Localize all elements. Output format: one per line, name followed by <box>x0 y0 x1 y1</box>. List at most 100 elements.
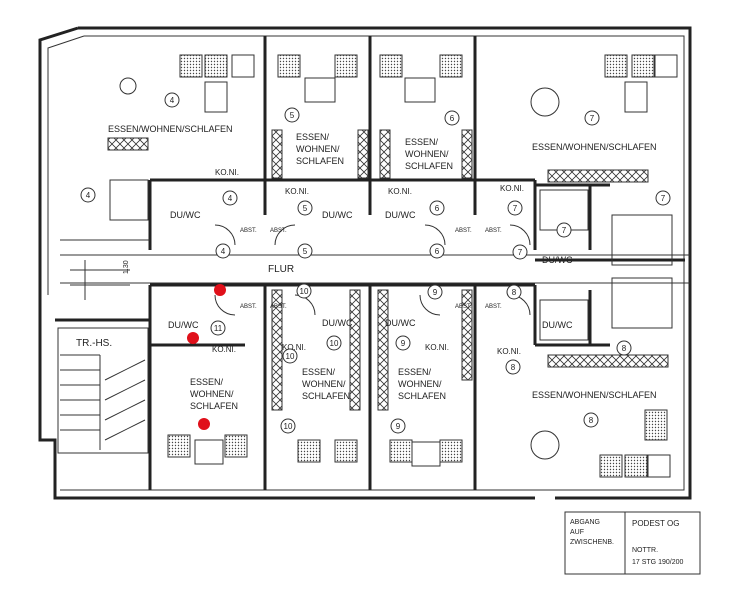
storage-label-6a: ABST. <box>455 228 472 234</box>
room-label-unit-11-line1: ESSEN/ <box>190 377 224 387</box>
unit-number-label: 4 <box>228 194 233 203</box>
unit-number-label: 7 <box>513 204 518 213</box>
unit-number-label: 10 <box>286 352 295 361</box>
outer-walls <box>38 26 692 500</box>
storage-label-5a: ABST. <box>270 228 287 234</box>
unit-number-circle <box>506 284 522 300</box>
room-label-unit-10-line3: SCHLAFEN <box>302 391 350 401</box>
room-label-unit-5-line3: SCHLAFEN <box>296 156 344 166</box>
unit-number-circle <box>429 243 445 259</box>
legend-abgang-1: ABGANG <box>570 519 600 526</box>
storage-label-9a: ABST. <box>455 304 472 310</box>
unit-number-circle <box>222 190 238 206</box>
kitchen-label-11: KO.NI. <box>212 345 236 354</box>
bath-label-8: DU/WC <box>542 320 573 330</box>
unit-number-circle <box>326 335 342 351</box>
kitchen-label-6: KO.NI. <box>388 187 412 196</box>
room-label-unit-5-line1: ESSEN/ <box>296 132 330 142</box>
legend-note-1: NOTTR. <box>632 547 658 554</box>
unit-number-label: 10 <box>330 339 339 348</box>
room-label-unit-6-line3: SCHLAFEN <box>405 161 453 171</box>
kitchen-label-10: KO.NI. <box>282 343 306 352</box>
unit-number-label: 5 <box>303 204 308 213</box>
unit-number-circle <box>655 190 671 206</box>
bath-label-10: DU/WC <box>322 318 353 328</box>
unit-number-label: 4 <box>86 191 91 200</box>
unit-number-circle <box>297 243 313 259</box>
unit-number-label: 6 <box>435 204 440 213</box>
storage-label-4a: ABST. <box>240 228 257 234</box>
unit-number-label: 9 <box>396 422 401 431</box>
kitchen-label-7: KO.NI. <box>500 184 524 193</box>
room-label-unit-11-line2: WOHNEN/ <box>190 389 234 399</box>
unit-number-label: 6 <box>435 247 440 256</box>
bath-label-4: DU/WC <box>170 210 201 220</box>
unit-number-label: 10 <box>300 287 309 296</box>
bath-label-6: DU/WC <box>385 210 416 220</box>
unit-number-circle <box>507 200 523 216</box>
unit-number-circle <box>556 222 572 238</box>
storage-label-10a: ABST. <box>270 304 287 310</box>
legend-abgang-2: AUF <box>570 529 584 536</box>
stair-dimension: 1.30 <box>123 260 130 274</box>
room-label-unit-5-line2: WOHNEN/ <box>296 144 340 154</box>
partitions <box>55 36 690 490</box>
unit-number-label: 7 <box>661 194 666 203</box>
room-label-unit-4: ESSEN/WOHNEN/SCHLAFEN <box>108 124 233 134</box>
unit-number-circle <box>80 187 96 203</box>
bath-label-5: DU/WC <box>322 210 353 220</box>
unit-number-circle <box>444 110 460 126</box>
unit-number-label: 11 <box>214 324 223 333</box>
legend-abgang-3: ZWISCHENB. <box>570 539 614 546</box>
unit-number-label: 7 <box>562 226 567 235</box>
staircase <box>57 260 149 454</box>
legend-podest: PODEST OG <box>632 519 679 528</box>
unit-number-circle <box>390 418 406 434</box>
unit-number-label: 10 <box>284 422 293 431</box>
unit-number-label: 8 <box>512 288 517 297</box>
unit-number-label: 8 <box>511 363 516 372</box>
bath-label-7: DU/WC <box>542 255 573 265</box>
unit-number-circle <box>280 418 296 434</box>
storage-label-8a: ABST. <box>485 304 502 310</box>
unit-number-circle <box>616 340 632 356</box>
kitchen-label-9: KO.NI. <box>425 343 449 352</box>
unit-number-circle <box>429 200 445 216</box>
unit-number-label: 8 <box>622 344 627 353</box>
unit-number-circle <box>284 107 300 123</box>
room-label-unit-10-line2: WOHNEN/ <box>302 379 346 389</box>
red-marker-dot <box>214 284 226 296</box>
room-label-unit-6-line2: WOHNEN/ <box>405 149 449 159</box>
unit-number-circle <box>427 284 443 300</box>
unit-number-label: 5 <box>290 111 295 120</box>
unit-number-circle <box>215 243 231 259</box>
corridor-label: FLUR <box>268 264 294 275</box>
unit-number-circle <box>584 110 600 126</box>
kitchen-counters <box>107 129 669 411</box>
room-label-unit-9-line3: SCHLAFEN <box>398 391 446 401</box>
unit-number-circle <box>296 283 312 299</box>
room-label-unit-9-line1: ESSEN/ <box>398 367 432 377</box>
unit-number-label: 6 <box>450 114 455 123</box>
bath-label-11: DU/WC <box>168 320 199 330</box>
storage-label-7a: ABST. <box>485 228 502 234</box>
unit-number-circle <box>297 200 313 216</box>
legend-note-2: 17 STG 190/200 <box>632 559 683 566</box>
kitchen-label-4: KO.NI. <box>215 168 239 177</box>
unit-number-label: 9 <box>401 339 406 348</box>
unit-number-circle <box>512 244 528 260</box>
room-label-unit-6-line1: ESSEN/ <box>405 137 439 147</box>
unit-number-circle <box>583 412 599 428</box>
red-marker-dot <box>187 332 199 344</box>
kitchen-label-8: KO.NI. <box>497 347 521 356</box>
unit-number-label: 5 <box>303 247 308 256</box>
furniture <box>109 54 678 478</box>
unit-number-label: 4 <box>170 96 175 105</box>
room-label-unit-8: ESSEN/WOHNEN/SCHLAFEN <box>532 390 657 400</box>
unit-number-circle <box>395 335 411 351</box>
unit-number-circle <box>505 359 521 375</box>
unit-number-label: 8 <box>589 416 594 425</box>
kitchen-label-5: KO.NI. <box>285 187 309 196</box>
